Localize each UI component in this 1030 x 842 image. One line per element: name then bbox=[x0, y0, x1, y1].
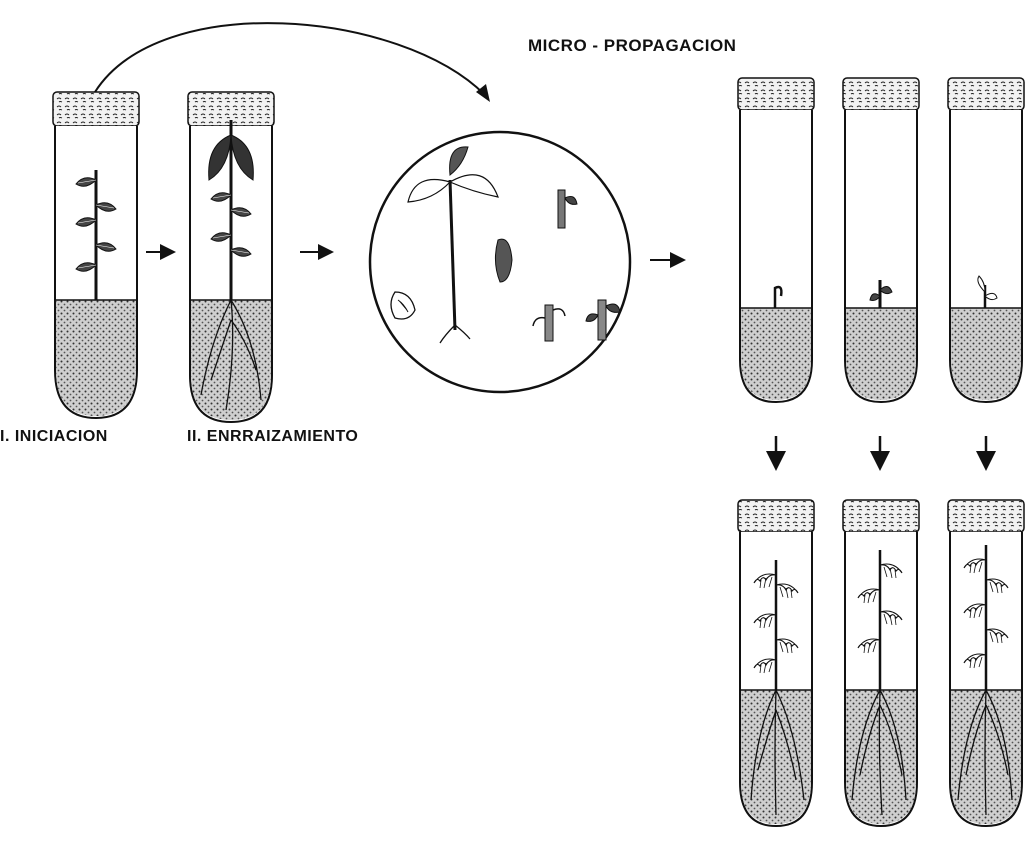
tube-grown-2 bbox=[843, 500, 919, 826]
test-tube-cap bbox=[843, 500, 919, 532]
arrow-icon bbox=[476, 84, 490, 102]
diagram-title: MICRO - PROPAGACION bbox=[528, 36, 736, 56]
test-tube-cap bbox=[948, 78, 1024, 110]
test-tube-cap bbox=[948, 500, 1024, 532]
culture-medium bbox=[191, 300, 271, 420]
label-rooting: II. ENRRAIZAMIENTO bbox=[187, 428, 358, 446]
test-tube-cap bbox=[843, 78, 919, 110]
tube-micro-1 bbox=[738, 78, 814, 402]
tube-micro-2 bbox=[843, 78, 919, 402]
culture-medium bbox=[56, 300, 136, 416]
test-tube-cap bbox=[738, 78, 814, 110]
tube-micro-3 bbox=[948, 78, 1024, 402]
tube-rooting bbox=[188, 92, 274, 422]
label-initiation: I. INICIACION bbox=[0, 428, 108, 446]
test-tube-cap bbox=[738, 500, 814, 532]
tube-initiation bbox=[53, 92, 139, 418]
tube-grown-3 bbox=[948, 500, 1024, 826]
transfer-curve-arrow bbox=[95, 23, 485, 95]
tube-grown-1 bbox=[738, 500, 814, 826]
test-tube-cap bbox=[53, 92, 139, 126]
petri-dish-icon bbox=[370, 132, 630, 392]
